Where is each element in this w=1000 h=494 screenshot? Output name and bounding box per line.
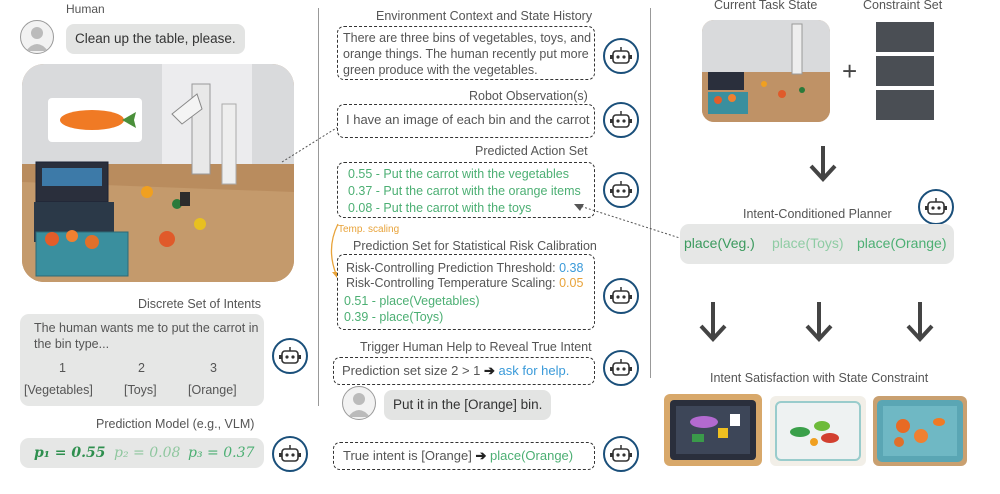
planner-title: Intent-Conditioned Planner <box>743 207 892 221</box>
plan-vegetables: place(Veg.) <box>684 235 755 251</box>
risk-calibration-box <box>337 254 595 330</box>
divider-left <box>318 8 319 406</box>
bin-photo-orange <box>873 396 967 466</box>
risk-set-1: 0.51 - place(Vegetables) <box>344 294 480 308</box>
env-context-title: Environment Context and State History <box>376 9 593 23</box>
constraint-set-title: Constraint Set <box>863 0 943 12</box>
intents-prompt: The human wants me to put the carrot in … <box>34 321 259 351</box>
carrot-inset <box>48 98 142 142</box>
robot-icon-actions <box>603 172 639 208</box>
action-set-box <box>337 162 595 218</box>
env-context-text: There are three bins of vegetables, toys… <box>343 31 592 77</box>
action-2: 0.37 - Put the carrot with the orange it… <box>348 184 581 198</box>
observation-text: I have an image of each bin and the carr… <box>346 112 590 127</box>
prediction-box <box>20 438 264 468</box>
risk-temp-value: 0.05 <box>559 276 584 290</box>
prob-p3: p₃ = 0.37 <box>188 445 255 461</box>
intents-title: Discrete Set of Intents <box>138 297 261 311</box>
robot-icon-risk <box>603 278 639 314</box>
env-context-box <box>337 26 595 80</box>
risk-temp-label: Risk-Controlling Temperature Scaling: <box>346 276 556 290</box>
task-state-photo <box>702 20 830 122</box>
observation-connector <box>281 121 347 163</box>
human-avatar-reply <box>342 386 376 420</box>
observation-box <box>337 104 595 138</box>
intent-name-orange: [Orange] <box>188 383 237 397</box>
robot-icon-planner <box>918 189 954 225</box>
true-intent-row: True intent is [Orange] ➔ place(Orange) <box>343 448 573 464</box>
risk-calibration-title: Prediction Set for Statistical Risk Cali… <box>353 239 597 253</box>
plan-orange: place(Orange) <box>857 235 947 251</box>
action-1: 0.55 - Put the carrot with the vegetable… <box>348 167 569 181</box>
prob-p2: p₂ = 0.08 <box>114 445 181 461</box>
trigger-help-box <box>333 357 595 385</box>
risk-threshold-value: 0.38 <box>559 261 584 275</box>
trigger-help-text: Prediction set size 2 > 1 <box>342 363 481 378</box>
constraint-block-1 <box>876 22 934 52</box>
trigger-help-title: Trigger Human Help to Reveal True Intent <box>360 340 592 354</box>
robot-icon-true-intent <box>603 436 639 472</box>
constraint-block-3 <box>876 90 934 120</box>
trigger-help-row: Prediction set size 2 > 1 ➔ ask for help… <box>342 363 569 379</box>
robot-icon-trigger <box>603 350 639 386</box>
intents-box <box>20 314 264 406</box>
planner-connector-arrow <box>574 204 687 241</box>
plan-toys: place(Toys) <box>772 235 844 251</box>
risk-threshold-label: Risk-Controlling Prediction Threshold: <box>346 261 556 275</box>
true-intent-text: True intent is [Orange] <box>343 448 472 463</box>
divider-right <box>650 8 651 378</box>
satisfaction-title: Intent Satisfaction with State Constrain… <box>710 371 929 385</box>
intent-number-1: 1 <box>59 361 66 375</box>
down-arrow-icon <box>805 302 833 342</box>
intent-name-vegetables: [Vegetables] <box>24 383 93 397</box>
bin-photo-toys <box>770 396 866 466</box>
planner-box <box>680 224 954 264</box>
action-3: 0.08 - Put the carrot with the toys <box>348 201 532 215</box>
action-set-title: Predicted Action Set <box>475 144 588 158</box>
intent-number-3: 3 <box>210 361 217 375</box>
robot-icon-observation <box>603 102 639 138</box>
intent-name-toys: [Toys] <box>124 383 157 397</box>
bin-photo-vegetables <box>664 394 762 466</box>
risk-threshold-row: Risk-Controlling Prediction Threshold: 0… <box>346 260 583 276</box>
human-label: Human <box>66 2 105 16</box>
robot-icon-prediction <box>272 436 308 472</box>
arrow-right-icon: ➔ <box>475 448 487 463</box>
task-state-title: Current Task State <box>714 0 818 12</box>
arrow-right-icon: ➔ <box>484 363 495 378</box>
robot-scene-photo <box>22 64 294 282</box>
constraint-block-2 <box>876 56 934 86</box>
trigger-help-action: ask for help. <box>498 363 570 378</box>
plus-sign: + <box>842 56 858 86</box>
true-intent-box <box>333 442 595 470</box>
risk-set-2: 0.39 - place(Toys) <box>344 310 444 324</box>
risk-temp-row: Risk-Controlling Temperature Scaling: 0.… <box>346 275 583 291</box>
down-arrow-icon <box>906 302 934 342</box>
temp-scaling-label: Temp. scaling <box>338 224 400 235</box>
down-arrow-icon <box>809 146 837 182</box>
true-intent-action: place(Orange) <box>490 448 574 463</box>
intent-number-2: 2 <box>138 361 145 375</box>
robot-icon-intents <box>272 338 308 374</box>
robot-icon-env <box>603 38 639 74</box>
human-request-bubble: Clean up the table, please. <box>66 24 245 54</box>
prediction-model-title: Prediction Model (e.g., VLM) <box>96 417 255 431</box>
human-avatar <box>20 20 54 54</box>
prob-p1: p₁ = 0.55 <box>34 445 106 461</box>
human-reply-bubble: Put it in the [Orange] bin. <box>384 390 552 420</box>
observation-title: Robot Observation(s) <box>469 89 588 103</box>
down-arrow-icon <box>699 302 727 342</box>
